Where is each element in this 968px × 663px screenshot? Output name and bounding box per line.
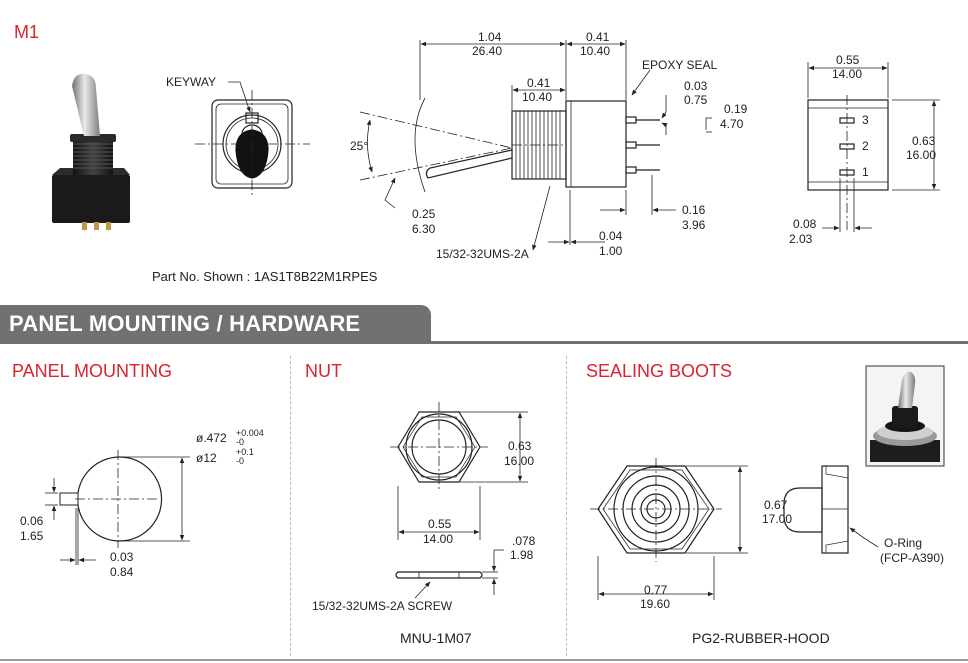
section-banner: PANEL MOUNTING / HARDWARE: [0, 305, 431, 343]
nut-caption: MNU-1M07: [400, 630, 472, 646]
epoxy-seal-label: EPOXY SEAL: [642, 58, 717, 72]
end-view: [807, 62, 940, 232]
divider-1: [290, 356, 291, 656]
dim-terminal-length-mm: 4.70: [720, 117, 744, 131]
nut-thickness-in: .078: [512, 534, 536, 548]
pin-3-label: 3: [862, 113, 869, 127]
dim-terminal-length-in: 0.19: [724, 102, 748, 116]
dim-height-mm: 16.00: [906, 148, 936, 162]
switch-photo: [52, 73, 130, 230]
panel-mounting-heading: PANEL MOUNTING: [12, 361, 173, 381]
dim-flange-in: 0.04: [599, 229, 623, 243]
boot-caption: PG2-RUBBER-HOOD: [692, 630, 830, 646]
dim-pitch-mm: 3.96: [682, 218, 706, 232]
dim-bush-in: 0.41: [527, 76, 551, 90]
dim-body-in: 0.41: [586, 30, 610, 44]
sealing-boots-heading: SEALING BOOTS: [586, 361, 733, 381]
dim-overall-in: 1.04: [478, 30, 502, 44]
dim-height-in: 0.63: [912, 134, 936, 148]
dim-terminal-thickness-mm: 0.75: [684, 93, 708, 107]
bottom-rule: [0, 659, 968, 661]
nut-width-in: 0.55: [428, 517, 452, 531]
nut-thickness-mm: 1.98: [510, 548, 534, 562]
pin-1-label: 1: [862, 165, 869, 179]
panel-tol-mm-minus: -0: [236, 456, 244, 466]
boot-height-in: 0.67: [764, 498, 788, 512]
boot-height-mm: 17.00: [762, 512, 792, 526]
oring-part-label: (FCP-A390): [880, 551, 944, 565]
dim-flange-mm: 1.00: [599, 244, 623, 258]
dim-lever-mm: 6.30: [412, 222, 436, 236]
panel-cutout: [45, 450, 190, 565]
panel-tol-in-plus: +0.004: [236, 428, 264, 438]
section-label: M1: [14, 22, 40, 42]
panel-tol-mm-plus: +0.1: [236, 447, 254, 457]
angle-label: 25°: [350, 139, 368, 153]
dim-pin-mm: 2.03: [789, 232, 813, 246]
nut-heading: NUT: [305, 361, 342, 381]
dim-width-mm: 14.00: [832, 67, 862, 81]
boot-width-in: 0.77: [644, 583, 668, 597]
dim-pitch-in: 0.16: [682, 203, 706, 217]
keyway-depth-in: 0.03: [110, 550, 134, 564]
divider-2: [566, 356, 567, 656]
dim-lever-in: 0.25: [412, 207, 436, 221]
boot-drawing: [590, 458, 879, 600]
part-number-text: Part No. Shown : 1AS1T8B22M1RPES: [152, 269, 378, 284]
boot-width-mm: 19.60: [640, 597, 670, 611]
dim-body-mm: 10.40: [580, 44, 610, 58]
dim-pin-in: 0.08: [793, 217, 817, 231]
nut-screw-label: 15/32-32UMS-2A SCREW: [312, 599, 453, 613]
panel-tol-in-minus: -0: [236, 437, 244, 447]
top-view: [195, 81, 310, 198]
nut-drawing: [390, 402, 528, 599]
dim-overall-mm: 26.40: [472, 44, 502, 58]
keyway-label: KEYWAY: [166, 75, 216, 89]
panel-dia-in: ø.472: [196, 431, 227, 445]
keyway-depth-mm: 0.84: [110, 565, 134, 579]
boot-photo: [865, 365, 945, 467]
side-view: [359, 40, 712, 251]
oring-label: O-Ring: [884, 536, 922, 550]
nut-height-mm: 16.00: [504, 454, 534, 468]
nut-height-in: 0.63: [508, 439, 532, 453]
banner-rule: [0, 341, 968, 344]
dim-terminal-thickness-in: 0.03: [684, 79, 708, 93]
banner-title: PANEL MOUNTING / HARDWARE: [9, 311, 361, 336]
keyway-width-mm: 1.65: [20, 529, 44, 543]
panel-dia-mm: ø12: [196, 451, 217, 465]
dim-width-in: 0.55: [836, 53, 860, 67]
keyway-width-in: 0.06: [20, 514, 44, 528]
thread-label: 15/32-32UMS-2A: [436, 247, 529, 261]
nut-width-mm: 14.00: [423, 532, 453, 546]
pin-2-label: 2: [862, 139, 869, 153]
dim-bush-mm: 10.40: [522, 90, 552, 104]
